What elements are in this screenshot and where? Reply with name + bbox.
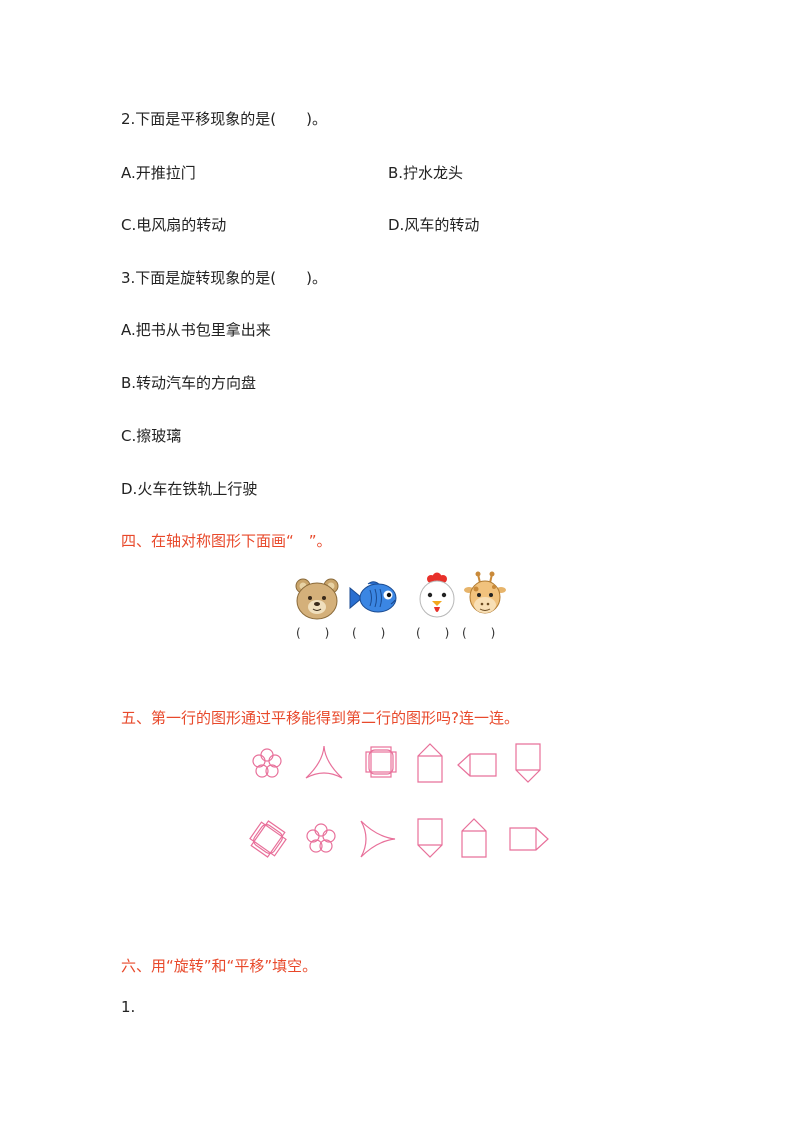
row2-tristar-icon[interactable] xyxy=(357,819,397,859)
q3-option-d: D.火车在铁轨上行驶 xyxy=(121,480,258,498)
row1-arrow-left-icon[interactable] xyxy=(456,752,498,778)
section6-item-1: 1. xyxy=(121,998,136,1016)
chicken-icon xyxy=(419,572,455,618)
section4-title: 四、在轴对称图形下面画“ ”。 xyxy=(121,532,332,550)
q2-options-row2: C.电风扇的转动 D.风车的转动 xyxy=(121,214,521,235)
q2-option-c: C.电风扇的转动 xyxy=(121,216,227,234)
giraffe-icon xyxy=(464,571,506,614)
q2-options-row1: A.开推拉门 B.拧水龙头 xyxy=(121,162,521,183)
q3-option-c: C.擦玻璃 xyxy=(121,427,182,445)
row1-tristar-icon[interactable] xyxy=(304,744,344,782)
row2-house-down-icon[interactable] xyxy=(416,817,444,859)
section6-title: 六、用“旋转”和“平移”填空。 xyxy=(121,957,318,975)
fish-icon xyxy=(349,581,397,613)
q3-stem: 3.下面是旋转现象的是( )。 xyxy=(121,269,328,287)
row1-flower-icon[interactable] xyxy=(250,746,284,780)
row1-overlap-icon[interactable] xyxy=(363,744,399,780)
row2-overlap-icon[interactable] xyxy=(249,820,287,858)
row2-flower-icon[interactable] xyxy=(304,821,338,855)
q2-option-d: D.风车的转动 xyxy=(388,216,480,234)
answer-blank-2[interactable]: ( ) xyxy=(352,626,386,640)
q2-option-a: A.开推拉门 xyxy=(121,164,196,182)
q3-option-a: A.把书从书包里拿出来 xyxy=(121,321,271,339)
answer-blank-3[interactable]: ( ) xyxy=(416,626,450,640)
q2-stem: 2.下面是平移现象的是( )。 xyxy=(121,110,328,128)
section5-title: 五、第一行的图形通过平移能得到第二行的图形吗?连一连。 xyxy=(121,709,519,727)
q2-option-b: B.拧水龙头 xyxy=(388,164,464,182)
q3-option-b: B.转动汽车的方向盘 xyxy=(121,374,257,392)
answer-blank-4[interactable]: ( ) xyxy=(462,626,496,640)
answer-blank-1[interactable]: ( ) xyxy=(296,626,330,640)
row2-arrow-right-icon[interactable] xyxy=(508,826,550,852)
bear-icon xyxy=(295,578,339,620)
row1-house-down-icon[interactable] xyxy=(514,742,542,784)
row1-house-up-icon[interactable] xyxy=(416,742,444,784)
row2-house-up-icon[interactable] xyxy=(460,817,488,859)
